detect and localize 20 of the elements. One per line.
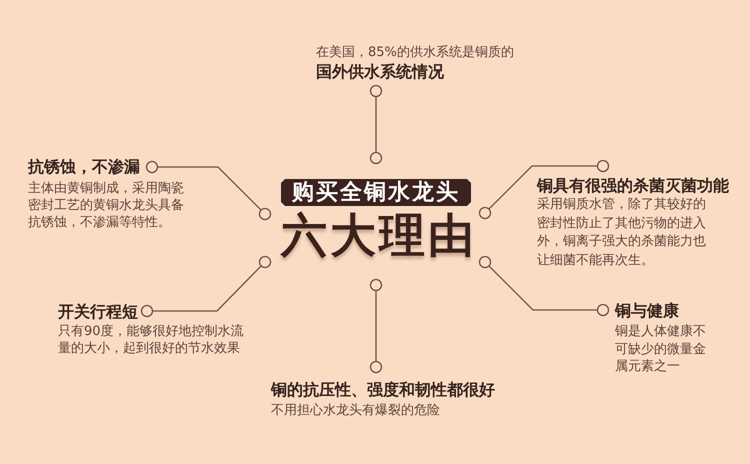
connector-line bbox=[140, 256, 272, 318]
description-text: 铜是人体健康不可缺少的微量金属元素之一 bbox=[615, 323, 707, 376]
description-text: 采用铜质水管，除了其较好的密封性防止了其他污物的进入外，铜离子强大的杀菌能力也让细菌不能再次生。 bbox=[537, 196, 707, 270]
description-text: 主体由黄铜制成，采用陶瓷密封工艺的黄铜水龙头具备抗锈蚀，不渗漏等特性。 bbox=[28, 180, 185, 231]
heading: 铜与健康 bbox=[615, 301, 680, 321]
heading: 国外供水系统情况 bbox=[316, 62, 445, 82]
heading: 铜的抗压性、强度和韧性都很好 bbox=[271, 380, 496, 400]
connector-line bbox=[478, 160, 610, 220]
heading: 抗锈蚀，不渗漏 bbox=[28, 157, 141, 177]
title-banner: 购买全铜水龙头 bbox=[281, 179, 471, 206]
connector-line bbox=[370, 278, 382, 374]
heading: 铜具有很强的杀菌灭菌功能 bbox=[537, 176, 729, 196]
connector-line bbox=[370, 84, 382, 164]
description-text: 在美国，85%的供水系统是铜质的 bbox=[316, 44, 514, 62]
title-text: 六大理由 bbox=[281, 209, 471, 261]
heading: 开关行程短 bbox=[58, 302, 139, 322]
description-text: 只有90度，能够很好地控制水流量的大小，起到很好的节水效果 bbox=[58, 323, 245, 357]
connector-line bbox=[478, 256, 610, 316]
description-text: 不用担心水龙头有爆裂的危险 bbox=[271, 402, 441, 420]
connector-line bbox=[146, 160, 272, 220]
